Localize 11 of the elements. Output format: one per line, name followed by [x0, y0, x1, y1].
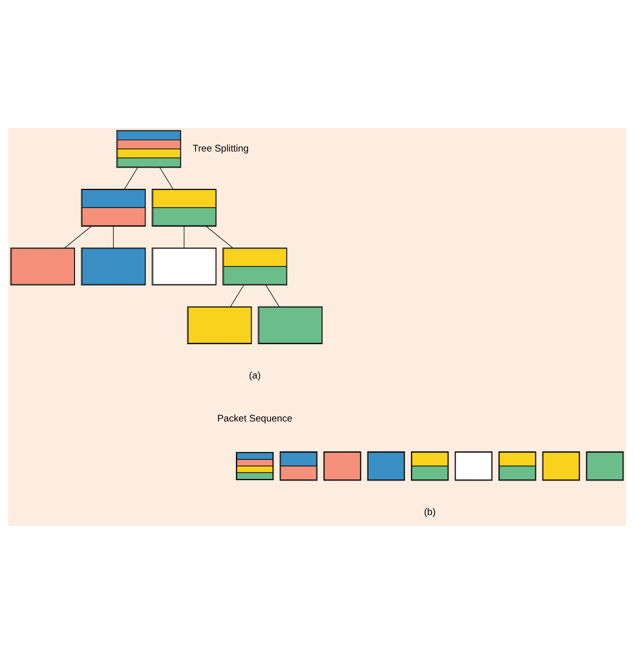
connector	[230, 284, 244, 306]
connector	[206, 226, 233, 248]
label: Packet Sequence	[217, 413, 292, 424]
connector	[113, 226, 114, 248]
connector	[124, 166, 138, 189]
connector	[64, 226, 92, 248]
connector	[266, 284, 280, 306]
label: (b)	[424, 506, 436, 518]
label: (a)	[248, 370, 261, 381]
label: Tree Splitting	[192, 142, 249, 154]
connector	[160, 166, 174, 189]
